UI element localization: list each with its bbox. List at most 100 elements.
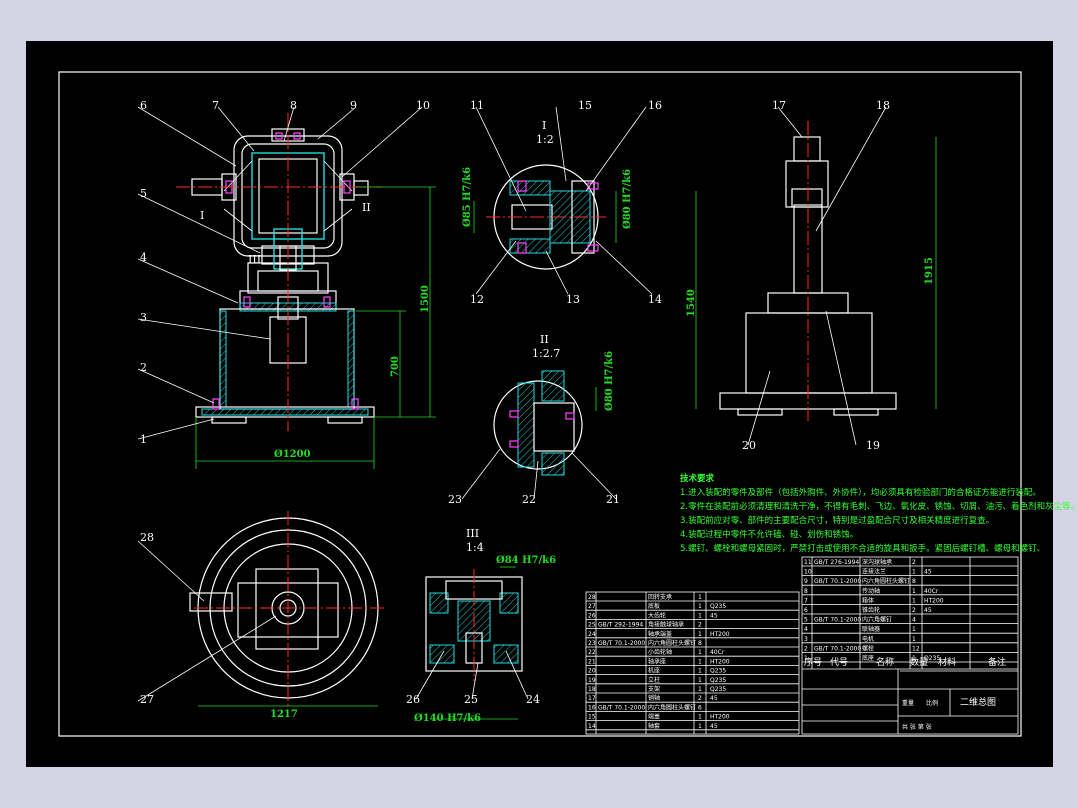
bom-cell-seq: 7 xyxy=(804,597,808,604)
part-label-17: 17 xyxy=(772,99,786,112)
bom-cell-code: GB/T 70.1-2000 xyxy=(814,578,861,585)
bom-cell-name: 回转支承 xyxy=(648,593,672,601)
section-marker-III: III xyxy=(248,253,261,266)
part-label-16: 16 xyxy=(648,99,662,112)
bom-cell-material: 45 xyxy=(710,695,718,702)
bom-cell-qty: 1 xyxy=(698,649,702,656)
bom-cell-seq: 9 xyxy=(804,578,808,585)
bom-cell-qty: 2 xyxy=(912,607,916,614)
bom-cell-material: 45 xyxy=(924,569,932,576)
title-block: 序号 代号 名称 数量 材料 备注 二维总图 重量 比例 共 张 第 张 xyxy=(804,656,1006,731)
section-I-detail xyxy=(473,106,653,295)
part-label-12: 12 xyxy=(470,293,484,306)
part-label-1: 1 xyxy=(140,433,147,446)
bom-cell-qty: 1 xyxy=(698,612,702,619)
part-label-19: 19 xyxy=(866,439,880,452)
tech-note-line: 5.螺钉、螺栓和螺母紧固时，严禁打击或使用不合适的旋具和扳手。紧固后螺钉槽、螺母… xyxy=(680,543,1045,554)
bom-cell-seq: 3 xyxy=(804,636,808,643)
bom-cell-seq: 25 xyxy=(588,622,596,629)
bom-cell-seq: 21 xyxy=(588,658,596,665)
bom-cell-seq: 10 xyxy=(804,569,812,576)
bom-cell-code: GB/T 276-1994 xyxy=(814,559,859,566)
bom-cell-name: 轴套 xyxy=(648,722,660,730)
bom-cell-name: 内六角圆柱头螺钉 xyxy=(648,703,696,711)
bom-cell-seq: 17 xyxy=(588,695,596,702)
bom-cell-seq: 15 xyxy=(588,714,596,721)
part-label-21: 21 xyxy=(606,493,620,506)
tb-scale: 比例 xyxy=(926,699,938,707)
bom-cell-name: 销轴 xyxy=(648,694,660,702)
bom-cell-name: 机座 xyxy=(648,667,660,675)
part-label-24: 24 xyxy=(526,693,540,706)
part-label-22: 22 xyxy=(522,493,536,506)
part-label-10: 10 xyxy=(416,99,430,112)
bom-cell-name: 深沟球轴承 xyxy=(862,558,892,566)
part-labels: 6 7 8 9 10 5 4 3 2 1 11 15 16 12 13 14 1… xyxy=(140,99,890,706)
bom-cell-seq: 19 xyxy=(588,677,596,684)
bom-cell-seq: 16 xyxy=(588,704,596,711)
bom-cell-seq: 4 xyxy=(804,626,808,633)
part-label-3: 3 xyxy=(140,311,147,324)
bom-cell-material: 45 xyxy=(924,607,932,614)
top-view xyxy=(137,511,384,707)
bom-cell-name: 螺栓 xyxy=(862,644,874,652)
part-label-6: 6 xyxy=(140,99,147,112)
section-I-scale: 1:2 xyxy=(536,133,554,146)
bom-cell-name: 内六角圆柱头螺钉 xyxy=(648,639,696,647)
bom-cell-seq: 5 xyxy=(804,617,808,624)
dim-height-1500: 1500 xyxy=(420,285,431,313)
section-marker-II: II xyxy=(362,201,371,214)
part-label-7: 7 xyxy=(212,99,219,112)
part-label-20: 20 xyxy=(742,439,756,452)
bom-cell-qty: 1 xyxy=(698,668,702,675)
part-label-15: 15 xyxy=(578,99,592,112)
bom-cell-name: 联轴器 xyxy=(862,625,880,633)
bom-cell-qty: 1 xyxy=(698,677,702,684)
section-III-title: III xyxy=(466,527,479,540)
part-label-23: 23 xyxy=(448,493,462,506)
bom-cell-qty: 1 xyxy=(912,597,916,604)
bom-cell-seq: 2 xyxy=(804,645,808,652)
bom-cell-name: 传动轴 xyxy=(862,587,880,595)
bom-cell-material: Q235 xyxy=(710,603,726,610)
dim-bottom-diameter: 1217 xyxy=(270,709,298,720)
bom-cell-seq: 18 xyxy=(588,686,596,693)
dim-height-700: 700 xyxy=(390,356,401,377)
bom-cell-seq: 11 xyxy=(804,559,812,566)
bom-cell-qty: 1 xyxy=(698,631,702,638)
bom-cell-qty: 6 xyxy=(698,704,702,711)
dim-side-1540: 1540 xyxy=(686,289,697,317)
bom-cell-seq: 24 xyxy=(588,631,596,638)
bom-cell-qty: 1 xyxy=(698,603,702,610)
bom-cell-code: GB/T 292-1994 xyxy=(598,622,643,629)
bom-cell-seq: 1 xyxy=(804,655,808,662)
bom-cell-qty: 12 xyxy=(912,645,920,652)
bom-cell-seq: 20 xyxy=(588,668,596,675)
bom-cell-code: GB/T 70.1-2000 xyxy=(814,617,861,624)
bom-cell-name: 轴承座 xyxy=(648,657,666,665)
bom-cell-material: Q235 xyxy=(710,686,726,693)
part-label-9: 9 xyxy=(350,99,357,112)
tech-note-line: 3.装配前应对零、部件的主要配合尺寸，特别是过盈配合尺寸及相关精度进行复查。 xyxy=(680,515,994,526)
outer-border xyxy=(58,71,1022,737)
bom-cell-code: GB/T 70.1-2000 xyxy=(598,704,645,711)
bom-cell-material: HT200 xyxy=(710,658,730,665)
bom-cell-qty: 8 xyxy=(698,640,702,647)
bom-cell-name: 内六角圆柱头螺钉 xyxy=(862,577,910,585)
bom-cell-name: 底板 xyxy=(648,602,660,610)
bom-cell-qty: 2 xyxy=(698,695,702,702)
technical-requirements: 技术要求 1.进入装配的零件及部件（包括外购件、外协件），均必须具有检验部门的合… xyxy=(680,473,1078,554)
bom-cell-name: 轴承端盖 xyxy=(648,630,672,638)
part-label-14: 14 xyxy=(648,293,662,306)
bom-cell-material: Q235 xyxy=(710,668,726,675)
bom-cell-qty: 1 xyxy=(698,714,702,721)
bom-cell-material: 45 xyxy=(710,612,718,619)
bom-cell-name: 支架 xyxy=(648,685,660,693)
bom-cell-qty: 1 xyxy=(698,686,702,693)
cad-drawing-canvas[interactable]: 6 7 8 9 10 5 4 3 2 1 11 15 16 12 13 14 1… xyxy=(26,41,1078,767)
bom-cell-seq: 22 xyxy=(588,649,596,656)
section-III-detail xyxy=(415,566,529,720)
part-label-27: 27 xyxy=(140,693,154,706)
